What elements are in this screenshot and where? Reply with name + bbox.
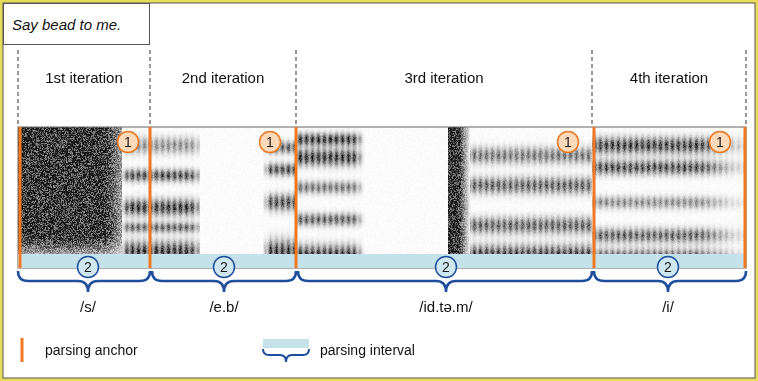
divider [18,50,19,127]
legend-text: parsing anchor [45,342,138,358]
phoneme-label: /id.tə.m/ [419,298,472,315]
iteration-label: 1st iteration [45,69,123,86]
iteration-label: 2nd iteration [182,69,265,86]
phoneme-label: /e.b/ [209,298,238,315]
iteration-dividers [18,50,746,127]
inner-frame [3,3,755,378]
anchor-callout: 1 [258,130,282,154]
callout-circle-shape [658,257,679,278]
callout-number: 2 [442,259,450,275]
callout-number: 1 [716,134,724,150]
interval-callout: 2 [434,255,458,279]
interval-band [18,254,746,268]
anchor-callout: 1 [116,130,140,154]
phoneme-label: /s/ [80,298,96,315]
legend-anchor-sample [21,338,24,362]
anchor-callout: 1 [708,130,732,154]
legend-brace-sample [263,349,309,362]
divider [592,50,593,127]
interval-callout: 2 [656,255,680,279]
callout-number: 2 [84,259,92,275]
parsing-anchors [20,127,745,268]
spectrogram-frame [18,127,746,268]
prompt-box: Say bead to me. [3,3,150,45]
callout-circle-shape [214,257,235,278]
anchor-line [295,127,298,268]
divider [746,50,747,127]
callout-circle-shape [78,257,99,278]
callout-number: 1 [124,134,132,150]
iteration-label: 4th iteration [630,69,708,86]
divider [150,50,151,127]
anchor-callout: 1 [556,130,580,154]
anchor-line [744,127,747,268]
callout-circle-shape [436,257,457,278]
prompt-text: Say bead to me. [12,16,121,33]
anchor-line [19,127,22,268]
interval-braces [18,271,746,292]
interval-callout: 2 [76,255,100,279]
interval-callout: 2 [212,255,236,279]
callout-number: 1 [266,134,274,150]
callout-circle-shape [558,132,579,153]
callout-circle-shape [118,132,139,153]
iteration-label: 3rd iteration [404,69,483,86]
legend-text: parsing interval [320,342,415,358]
legend-band-sample [263,339,309,348]
callout-circle-shape [260,132,281,153]
phoneme-label: /i/ [662,298,674,315]
callout-number: 2 [220,259,228,275]
callout-circle-shape [710,132,731,153]
callout-number: 2 [664,259,672,275]
divider [296,50,297,127]
anchor-line [149,127,152,268]
anchor-line [593,127,596,268]
callout-number: 1 [564,134,572,150]
